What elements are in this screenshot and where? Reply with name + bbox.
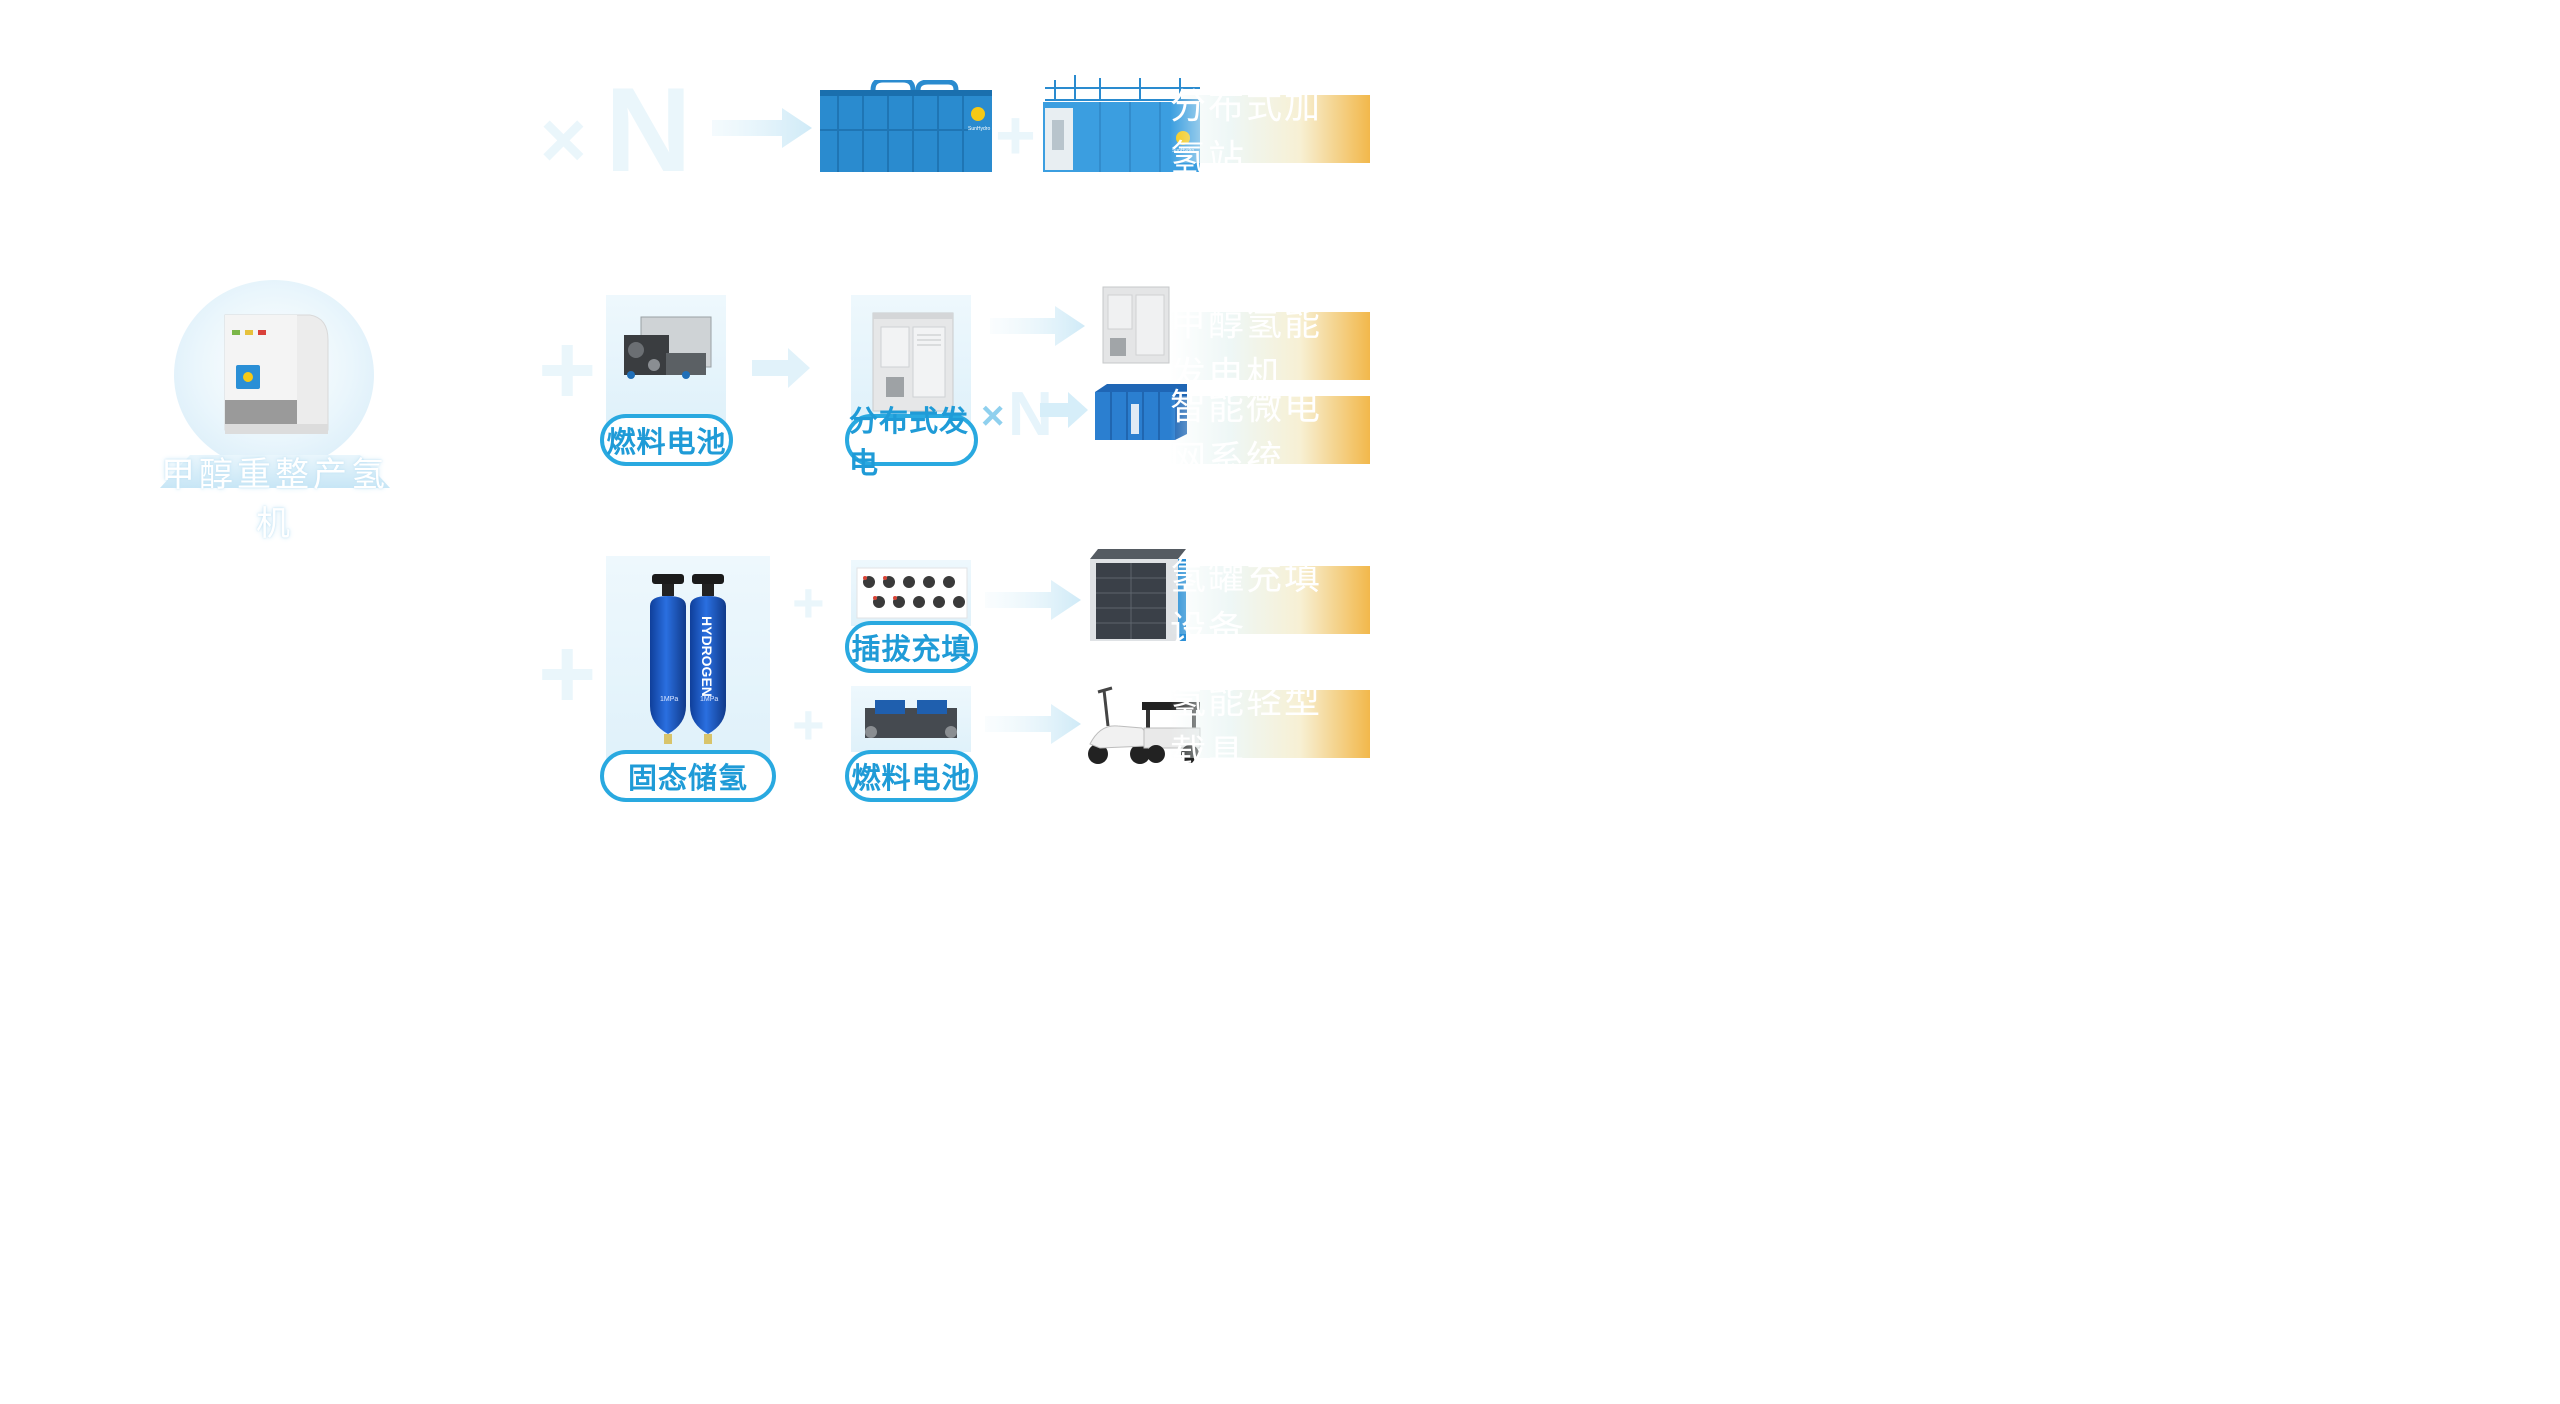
distributed-power-label-pill: 分布式发电 bbox=[845, 404, 978, 480]
tag-hydrogen-light-vehicle: 氢能轻型载具 bbox=[1170, 681, 1370, 774]
plus-symbol-row2: + bbox=[538, 314, 597, 426]
plug-fill-panel-image bbox=[856, 567, 968, 619]
cylinder-label-text: HYDROGEN bbox=[699, 616, 715, 697]
tag-smart-microgrid-system: 智能微电网系统 bbox=[1170, 387, 1370, 480]
n-symbol-row1: N bbox=[605, 63, 692, 197]
plug-fill-product-box bbox=[851, 560, 971, 626]
fuel-cell-module-image bbox=[865, 700, 957, 738]
arrow-right-icon bbox=[985, 580, 1081, 620]
microgrid-container-image bbox=[1095, 384, 1187, 440]
plug-fill-label-pill: 插拔充填 bbox=[845, 621, 978, 673]
hydrogen-container-image: SunHydro bbox=[820, 80, 992, 172]
fuel-cell-product-box-row3 bbox=[851, 686, 971, 752]
generator-cabinet-image bbox=[872, 312, 954, 412]
svg-text:SunHydro: SunHydro bbox=[968, 126, 990, 132]
source-machine-label: 甲醇重整产氢机 bbox=[161, 455, 389, 544]
plus-symbol-row1: + bbox=[995, 96, 1036, 174]
plus-symbol-row3: + bbox=[538, 618, 597, 730]
tag-tank-filling-equipment: 氢罐充填设备 bbox=[1170, 557, 1370, 650]
cylinder-pressure-right: 1MPa bbox=[700, 696, 718, 703]
hydrogen-cylinders-image: HYDROGEN 1MPa 1MPa bbox=[650, 574, 726, 744]
methanol-generator-image bbox=[1102, 286, 1170, 364]
arrow-right-icon bbox=[985, 704, 1081, 744]
times-symbol-row2: × bbox=[981, 394, 1005, 438]
fuel-cell-image bbox=[624, 316, 712, 379]
arrow-right-icon bbox=[990, 306, 1085, 346]
fuel-cell-product-box bbox=[606, 295, 726, 423]
fuel-cell-label-pill-row3: 燃料电池 bbox=[845, 750, 978, 802]
tag-methanol-hydrogen-generator: 甲醇氢能发电机 bbox=[1170, 303, 1370, 396]
arrow-right-icon bbox=[1040, 392, 1088, 428]
solid-storage-label-pill: 固态储氢 bbox=[600, 750, 776, 802]
distributed-power-product-box bbox=[851, 295, 971, 423]
times-symbol-row1: × bbox=[540, 95, 587, 184]
cylinder-pressure-left: 1MPa bbox=[660, 696, 678, 703]
plus-symbol-row3-lower: + bbox=[792, 693, 825, 756]
arrow-right-icon bbox=[712, 108, 812, 148]
source-machine-illustration bbox=[160, 280, 390, 488]
plus-symbol-row3-upper: + bbox=[792, 571, 825, 634]
tag-distributed-refueling-station: 分布式加氢站 bbox=[1170, 86, 1370, 179]
solid-storage-product-box: HYDROGEN 1MPa 1MPa bbox=[606, 556, 770, 764]
fuel-cell-label-pill: 燃料电池 bbox=[600, 414, 733, 466]
arrow-right-icon bbox=[752, 348, 810, 388]
source-machine-group bbox=[150, 280, 400, 500]
